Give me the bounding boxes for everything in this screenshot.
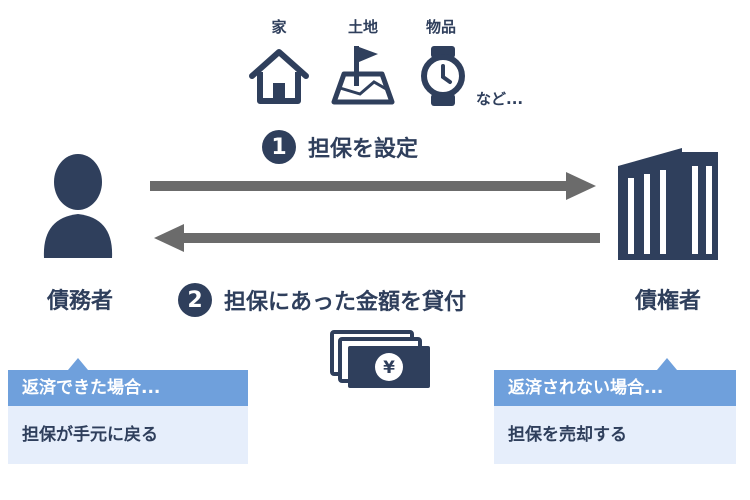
building-icon xyxy=(618,148,718,260)
etc-label: など... xyxy=(476,90,524,108)
watch-icon xyxy=(421,46,465,106)
yen-symbol: ¥ xyxy=(383,358,395,378)
callout-repaid: 返済できた場合... 担保が手元に戻る xyxy=(8,358,248,464)
step-1-text: 担保を設定 xyxy=(308,137,419,162)
yen-bills-icon: ¥ xyxy=(330,330,430,388)
land-flag-icon xyxy=(331,46,395,105)
callout-not-repaid: 返済されない場合... 担保を売却する xyxy=(494,358,736,464)
step-2-number: 2 xyxy=(178,283,212,317)
step-1: 1 担保を設定 xyxy=(262,130,418,164)
land-label: 土地 xyxy=(347,18,378,36)
arrow-right xyxy=(150,172,596,200)
house-label: 家 xyxy=(271,18,287,36)
person-icon xyxy=(43,154,113,258)
callout-repaid-title: 返済できた場合... xyxy=(8,370,248,406)
step-2: 2 担保にあった金額を貸付 xyxy=(178,283,466,317)
house-icon xyxy=(249,49,309,104)
callout-not-repaid-body: 担保を売却する xyxy=(494,406,736,464)
callout-pointer xyxy=(657,358,677,370)
goods-label: 物品 xyxy=(425,18,456,36)
step-2-text: 担保にあった金額を貸付 xyxy=(224,290,467,315)
callout-pointer xyxy=(68,358,88,370)
callout-repaid-body: 担保が手元に戻る xyxy=(8,406,248,464)
step-1-number: 1 xyxy=(262,130,296,164)
callout-not-repaid-title: 返済されない場合... xyxy=(494,370,736,406)
arrow-left xyxy=(154,224,600,252)
creditor-label: 債権者 xyxy=(634,289,701,314)
debtor-label: 債務者 xyxy=(46,289,113,314)
